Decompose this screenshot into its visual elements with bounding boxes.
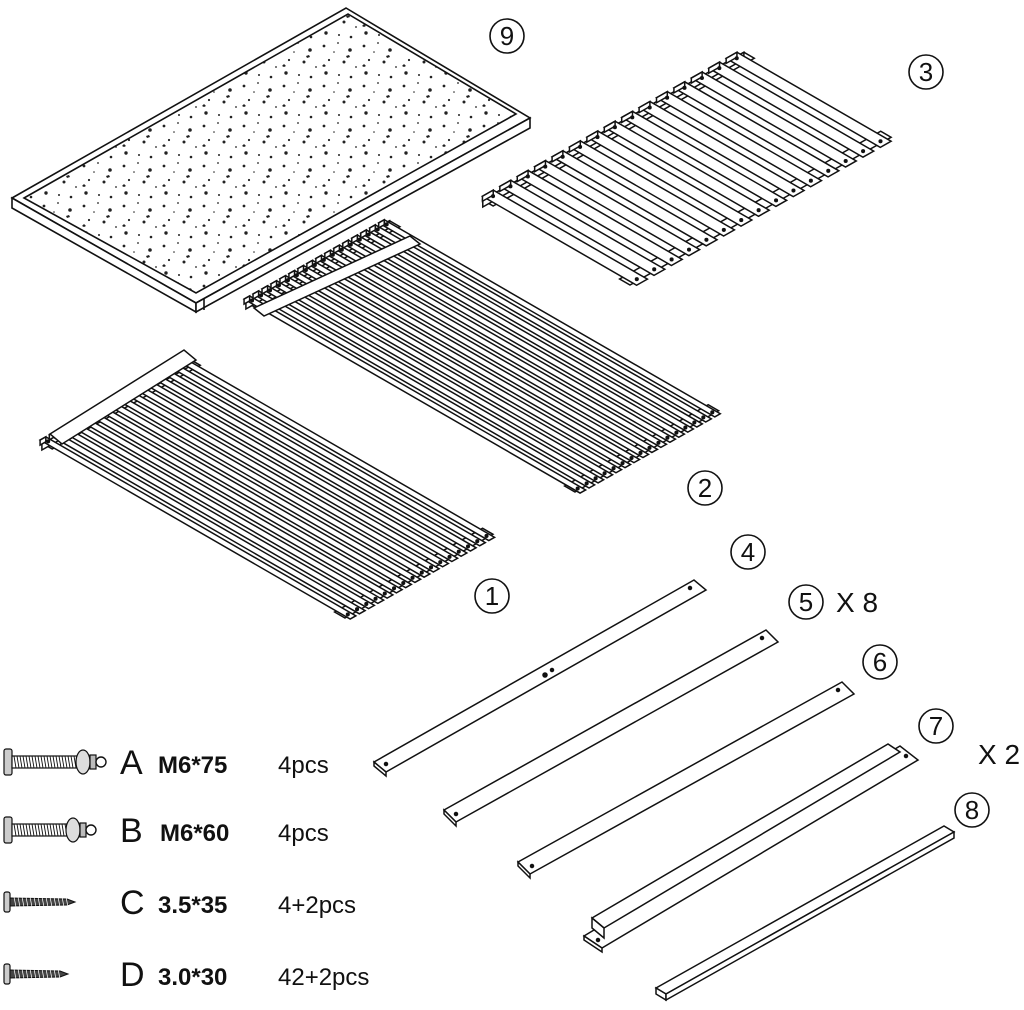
part-number-9: 9 — [489, 18, 525, 54]
number-circle-icon — [788, 584, 824, 620]
part-number-label: 3 — [919, 57, 933, 87]
number-circle-icon — [908, 54, 944, 90]
part-number-label: 1 — [485, 581, 499, 611]
rail-board-6 — [516, 681, 856, 880]
hardware-row-d: D 3.0*30 42+2pcs — [0, 950, 520, 1010]
number-circle-icon — [918, 708, 954, 744]
hardware-row-a: A M6*75 4pcs — [0, 738, 520, 798]
hardware-count: 4pcs — [278, 752, 329, 779]
short-bolt-icon — [3, 816, 97, 844]
small-screw-icon — [3, 963, 70, 985]
number-circle-icon — [730, 534, 766, 570]
hardware-letter: D — [120, 956, 145, 994]
part-quantity-label: X 8 — [836, 587, 878, 618]
number-circle-icon — [489, 18, 525, 54]
hardware-letter: B — [120, 812, 143, 850]
number-circle-icon — [862, 644, 898, 680]
hardware-spec: M6*75 — [158, 752, 228, 779]
hardware-letter: C — [120, 884, 145, 922]
part-number-4: 4 — [730, 534, 766, 570]
part-number-label: 2 — [698, 473, 712, 503]
part-number-5: 5 — [788, 584, 824, 620]
part-number-6: 6 — [862, 644, 898, 680]
hardware-count: 42+2pcs — [278, 964, 370, 991]
number-circle-icon — [474, 578, 510, 614]
rail-board-5 — [442, 629, 780, 828]
hardware-count: 4pcs — [278, 820, 329, 847]
mattress-board-part — [10, 7, 532, 314]
small-slat-frame-part — [480, 50, 893, 287]
part-number-1: 1 — [474, 578, 510, 614]
part-number-label: 7 — [929, 711, 943, 741]
part-number-label: 8 — [965, 795, 979, 825]
cleat-rail-7 — [582, 743, 920, 954]
part-number-label: 5 — [799, 587, 813, 617]
rail-board-4 — [372, 579, 708, 778]
part-number-label: 9 — [500, 21, 514, 51]
front-slat-frame-part — [38, 349, 497, 620]
part-quantity-label: X 2 — [978, 739, 1020, 770]
hardware-spec: 3.0*30 — [158, 964, 228, 991]
middle-slat-frame-part — [242, 218, 722, 494]
number-circle-icon — [687, 470, 723, 506]
part-number-7: 7 — [918, 708, 954, 744]
hardware-row-c: C 3.5*35 4+2pcs — [0, 878, 520, 938]
hardware-letter: A — [120, 744, 143, 782]
part-number-label: 4 — [741, 537, 755, 567]
part-number-8: 8 — [954, 792, 990, 828]
long-bolt-icon — [3, 748, 107, 776]
hardware-row-b: B M6*60 4pcs — [0, 806, 520, 866]
support-bar-8 — [654, 825, 956, 1002]
part-number-2: 2 — [687, 470, 723, 506]
hardware-count: 4+2pcs — [278, 892, 357, 919]
part-number-label: 6 — [873, 647, 887, 677]
wood-screw-icon — [3, 891, 77, 913]
number-circle-icon — [954, 792, 990, 828]
hardware-spec: 3.5*35 — [158, 892, 228, 919]
hardware-spec: M6*60 — [160, 820, 230, 847]
part-number-3: 3 — [908, 54, 944, 90]
